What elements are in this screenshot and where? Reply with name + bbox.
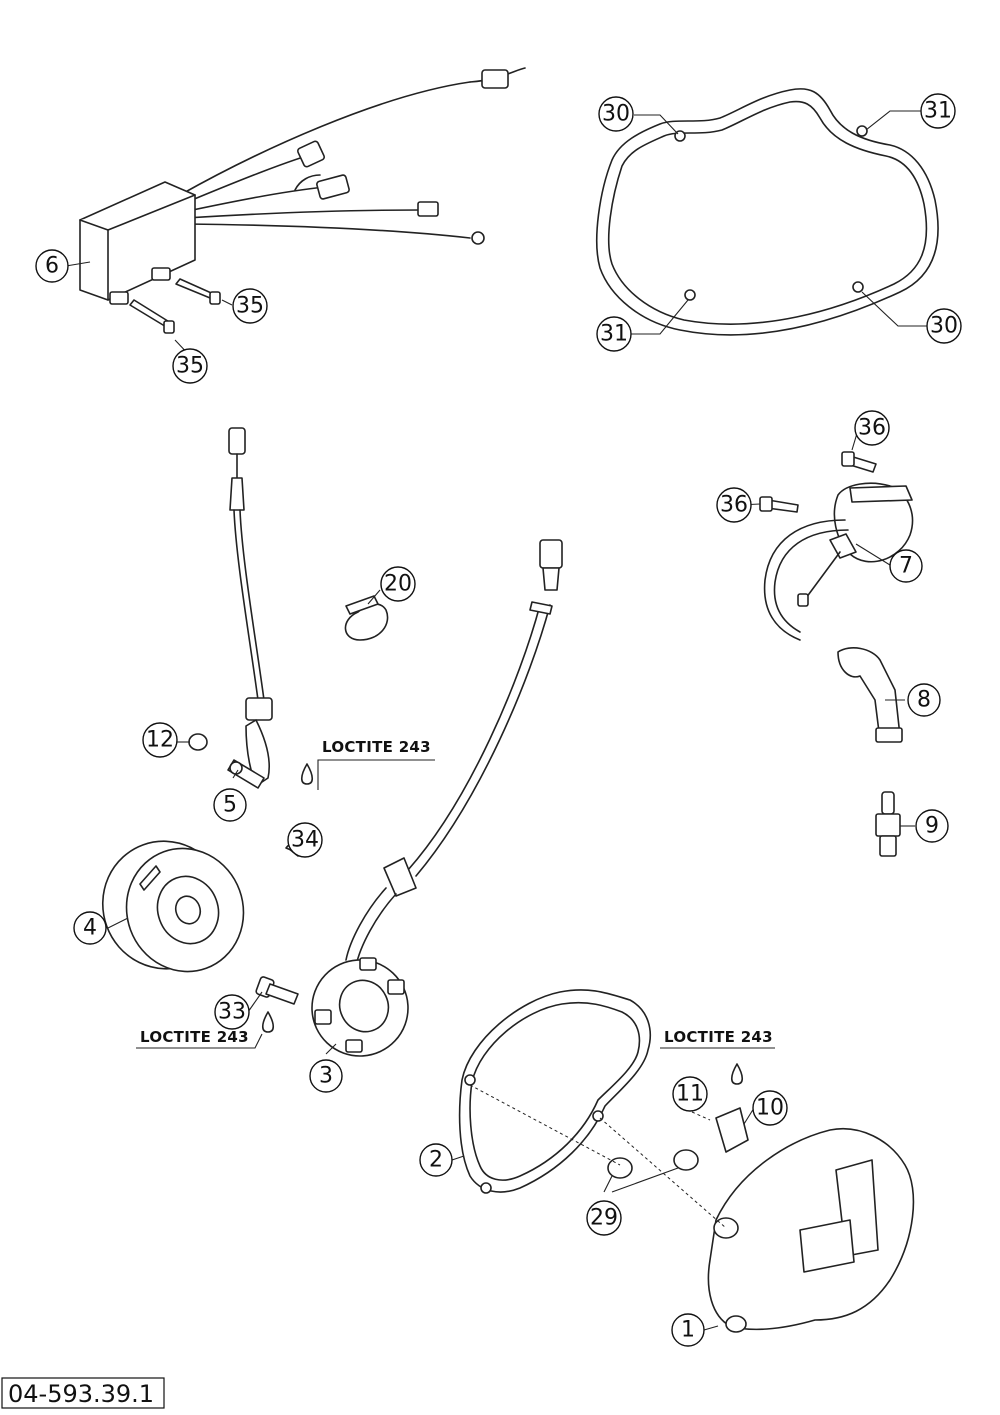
cdi-unit-part — [79, 67, 526, 334]
callout-number: 12 — [146, 728, 174, 753]
callout-number: 20 — [384, 572, 412, 597]
loctite-drop-2 — [261, 1011, 275, 1033]
dowel-pin-part — [607, 1149, 699, 1179]
callout-4: 4 — [73, 911, 107, 945]
callout-9: 9 — [915, 809, 949, 843]
callout-12: 12 — [142, 722, 178, 758]
callout-34: 34 — [287, 822, 323, 858]
loctite-label-pickup: LOCTITE 243 — [322, 738, 431, 756]
cover-gasket-part — [595, 88, 939, 336]
generator-cover-part — [707, 1128, 915, 1333]
callout-11: 11 — [672, 1076, 708, 1112]
callout-35-upper: 35 — [232, 288, 268, 324]
callout-number: 5 — [223, 793, 237, 818]
callout-number: 29 — [590, 1206, 618, 1231]
callout-7: 7 — [889, 549, 923, 583]
callout-number: 1 — [681, 1318, 695, 1343]
callout-5: 5 — [213, 788, 247, 822]
callout-number: 3 — [319, 1064, 333, 1089]
callout-number: 7 — [899, 554, 913, 579]
leader-lines — [65, 110, 928, 1331]
flywheel-part — [101, 840, 245, 973]
callout-30-upper: 30 — [598, 96, 634, 132]
drawing-code-text: 04-593.39.1 — [8, 1380, 154, 1408]
callout-number: 36 — [720, 493, 748, 518]
generator-gasket-part — [458, 989, 652, 1194]
loctite-drop-3 — [730, 1063, 744, 1085]
callout-33: 33 — [214, 994, 250, 1030]
callout-number: 35 — [176, 354, 204, 379]
callout-number: 6 — [45, 254, 59, 279]
drawing-code: 04-593.39.1 — [1, 1377, 165, 1409]
callout-number: 10 — [756, 1096, 784, 1121]
spark-plug-cap-part — [837, 647, 903, 743]
callout-20: 20 — [380, 566, 416, 602]
spark-plug-part — [875, 791, 901, 857]
loctite-label-cover: LOCTITE 243 — [664, 1028, 773, 1046]
callout-10: 10 — [752, 1090, 788, 1126]
flywheel-nut-part — [255, 976, 299, 1005]
callout-30-lower: 30 — [926, 308, 962, 344]
callout-6: 6 — [35, 249, 69, 283]
stator-part — [311, 539, 563, 1057]
ignition-coil-part — [759, 451, 914, 641]
callout-number: 4 — [83, 916, 97, 941]
callout-36-upper: 36 — [854, 410, 890, 446]
loctite-label-flywheel: LOCTITE 243 — [140, 1028, 249, 1046]
callout-number: 33 — [218, 1000, 246, 1025]
callout-number: 9 — [925, 814, 939, 839]
callout-8: 8 — [907, 683, 941, 717]
callout-number: 34 — [291, 828, 319, 853]
callout-number: 35 — [236, 294, 264, 319]
callout-number: 30 — [602, 102, 630, 127]
callout-35-lower: 35 — [172, 348, 208, 384]
callout-number: 30 — [930, 314, 958, 339]
callout-1: 1 — [671, 1313, 705, 1347]
callout-29: 29 — [586, 1200, 622, 1236]
clip-part — [715, 1107, 749, 1153]
callout-number: 31 — [924, 99, 952, 124]
loctite-drop-1 — [300, 763, 314, 785]
callout-36-lower: 36 — [716, 487, 752, 523]
pickup-sensor-part — [188, 427, 311, 857]
callout-number: 2 — [429, 1148, 443, 1173]
callout-2: 2 — [419, 1143, 453, 1177]
callout-number: 36 — [858, 416, 886, 441]
callout-number: 11 — [676, 1082, 704, 1107]
cable-tie-part — [344, 595, 389, 641]
callout-3: 3 — [309, 1059, 343, 1093]
callout-number: 8 — [917, 688, 931, 713]
callout-31-lower: 31 — [596, 316, 632, 352]
callout-number: 31 — [600, 322, 628, 347]
callout-31-upper: 31 — [920, 93, 956, 129]
